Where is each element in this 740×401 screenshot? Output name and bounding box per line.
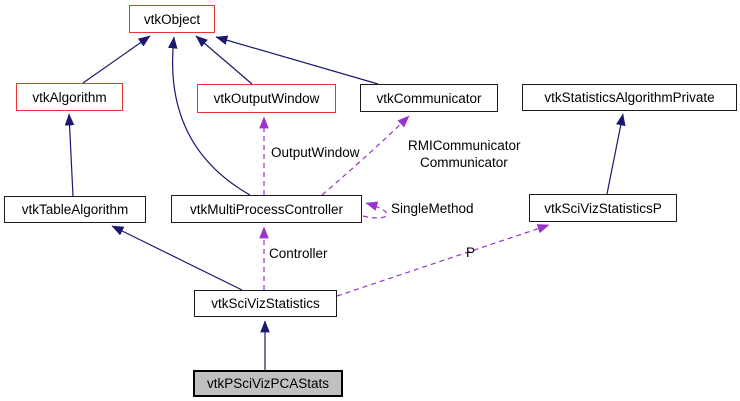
edge-vtkSciVizStatistics-to-vtkSciVizStatisticsP [336,224,550,297]
node-vtkSciVizStatisticsP[interactable]: vtkSciVizStatisticsP [529,194,677,222]
node-vtkCommunicator[interactable]: vtkCommunicator [360,84,498,112]
node-vtkAlgorithm[interactable]: vtkAlgorithm [16,83,123,111]
node-vtkObject[interactable]: vtkObject [129,5,215,33]
node-vtkTableAlgorithm[interactable]: vtkTableAlgorithm [4,196,146,223]
node-vtkSciVizStatistics[interactable]: vtkSciVizStatistics [194,290,337,317]
edge-vtkMultiProcessController-to-vtkMultiProcessController [362,201,388,219]
node-vtkStatisticsAlgorithmPrivate[interactable]: vtkStatisticsAlgorithmPrivate [522,84,737,111]
edge-vtkAlgorithm-to-vtkObject [82,35,151,84]
edge-vtkSciVizStatistics-to-vtkTableAlgorithm [111,225,243,291]
edge-vtkMultiProcessController-to-vtkCommunicator [321,115,410,196]
edge-vtkTableAlgorithm-to-vtkAlgorithm [64,113,75,197]
node-vtkOutputWindow[interactable]: vtkOutputWindow [197,84,336,113]
edge-vtkMultiProcessController-to-vtkObject [167,36,251,196]
edge-vtkCommunicator-to-vtkObject [215,35,379,85]
node-vtkPSciVizPCAStats: vtkPSciVizPCAStats [193,370,343,397]
edge-vtkSciVizStatisticsP-to-vtkStatisticsAlgorithmPrivate [606,113,626,195]
node-vtkMultiProcessController[interactable]: vtkMultiProcessController [171,195,362,223]
edge-vtkOutputWindow-to-vtkObject [195,35,253,85]
